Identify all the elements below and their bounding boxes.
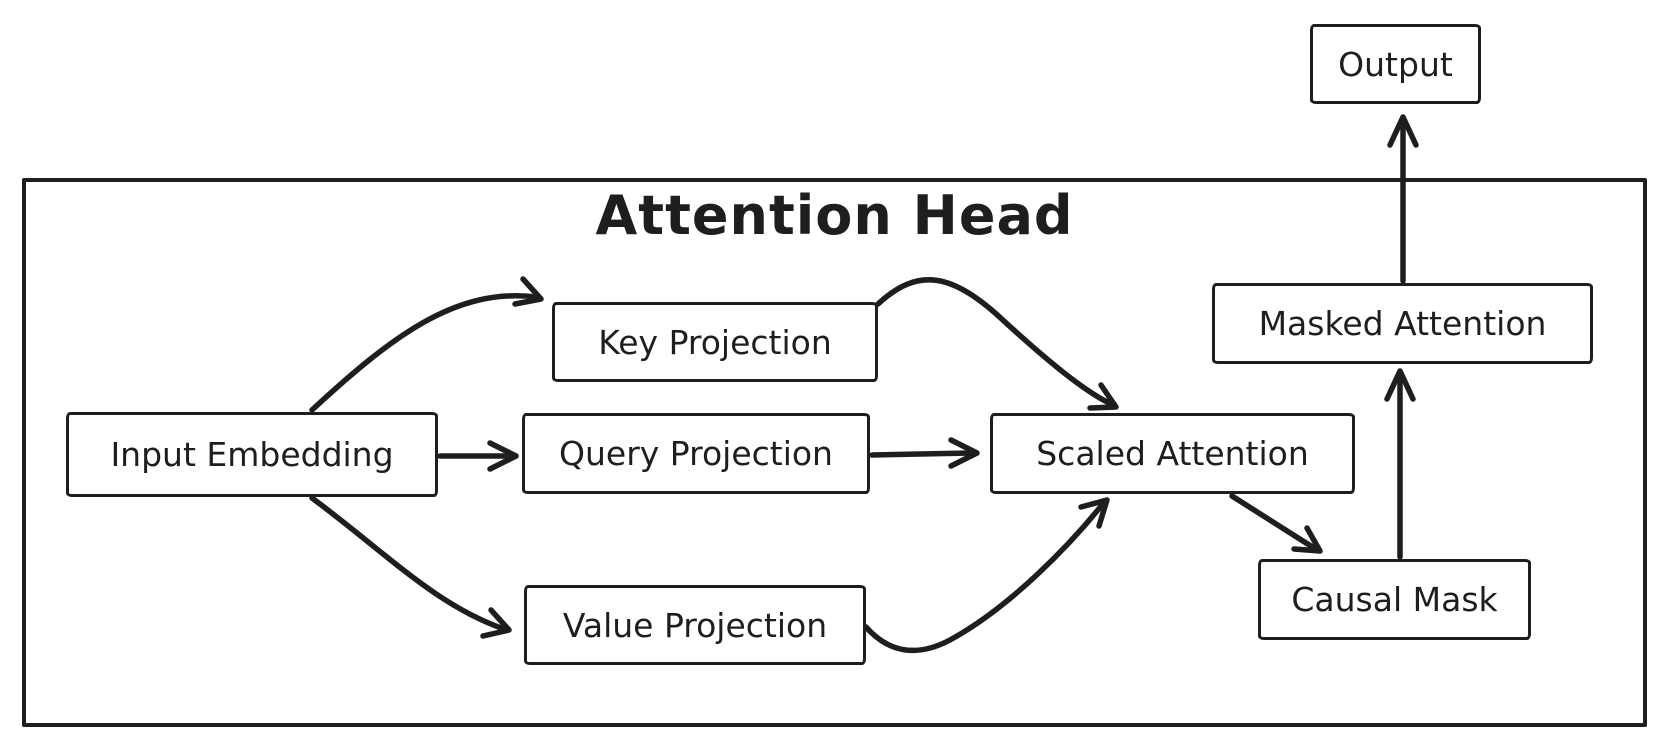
node-causal-mask: Causal Mask	[1258, 559, 1531, 640]
node-scaled-attention-label: Scaled Attention	[1036, 434, 1309, 473]
node-value-projection: Value Projection	[524, 585, 866, 665]
node-key-projection-label: Key Projection	[598, 322, 832, 362]
node-output: Output	[1310, 24, 1481, 104]
node-query-projection-label: Query Projection	[559, 434, 833, 473]
node-input-embedding-label: Input Embedding	[110, 435, 394, 474]
node-query-projection: Query Projection	[522, 413, 870, 494]
diagram-title: Attention Head	[595, 184, 1074, 247]
node-input-embedding: Input Embedding	[66, 412, 438, 497]
node-key-projection: Key Projection	[552, 302, 878, 382]
node-value-projection-label: Value Projection	[562, 605, 828, 645]
node-causal-mask-label: Causal Mask	[1291, 580, 1498, 619]
node-masked-attention: Masked Attention	[1212, 283, 1593, 364]
node-output-label: Output	[1338, 44, 1453, 84]
node-scaled-attention: Scaled Attention	[990, 413, 1355, 494]
node-masked-attention-label: Masked Attention	[1258, 304, 1547, 343]
